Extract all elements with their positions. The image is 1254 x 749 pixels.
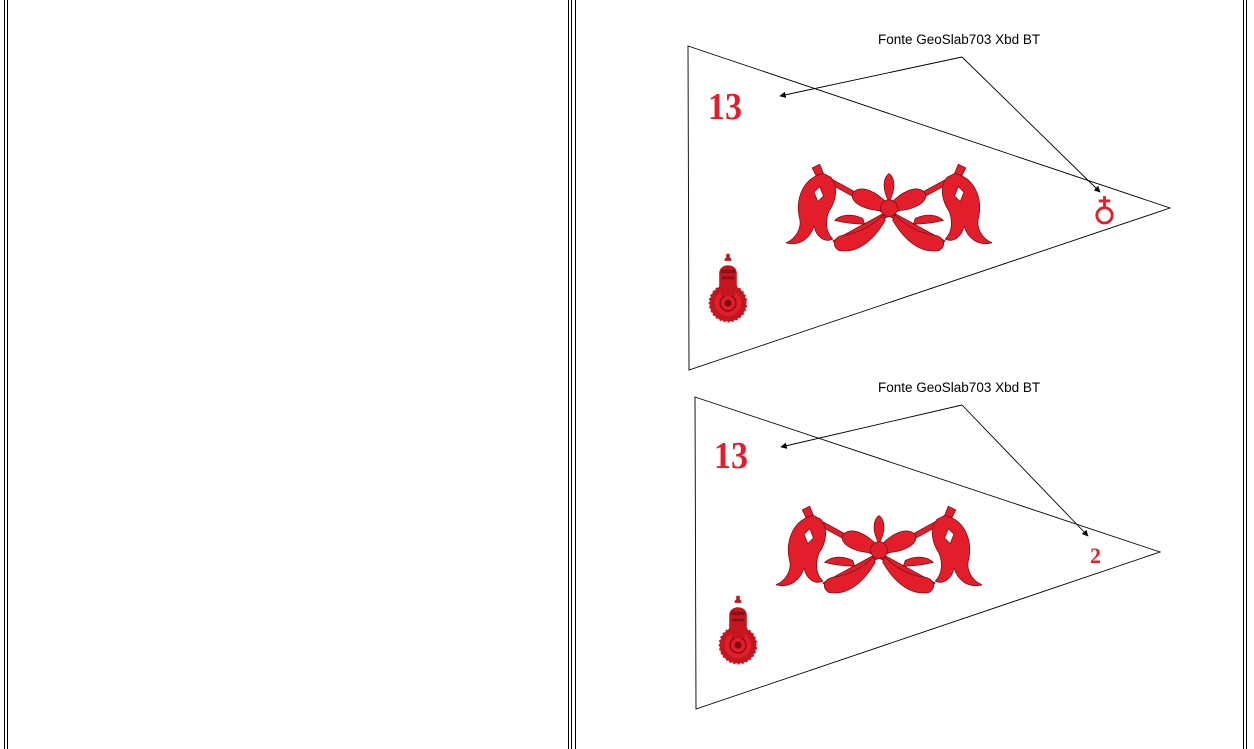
pennant-bottom-caption: Fonte GeoSlab703 Xbd BT [878, 380, 1040, 395]
pennant-top-caption: Fonte GeoSlab703 Xbd BT [878, 32, 1040, 47]
pennant-bottom-tip-number: 2 [1090, 543, 1101, 568]
pennant-top: Fonte GeoSlab703 Xbd BT 13 [688, 32, 1170, 370]
pennant-bottom-corner-number: 13 [714, 435, 748, 477]
pennant-top-corner-number: 13 [708, 86, 742, 128]
pennant-top-outline [688, 46, 1170, 370]
pennant-bottom: Fonte GeoSlab703 Xbd BT 13 2 [695, 380, 1160, 709]
